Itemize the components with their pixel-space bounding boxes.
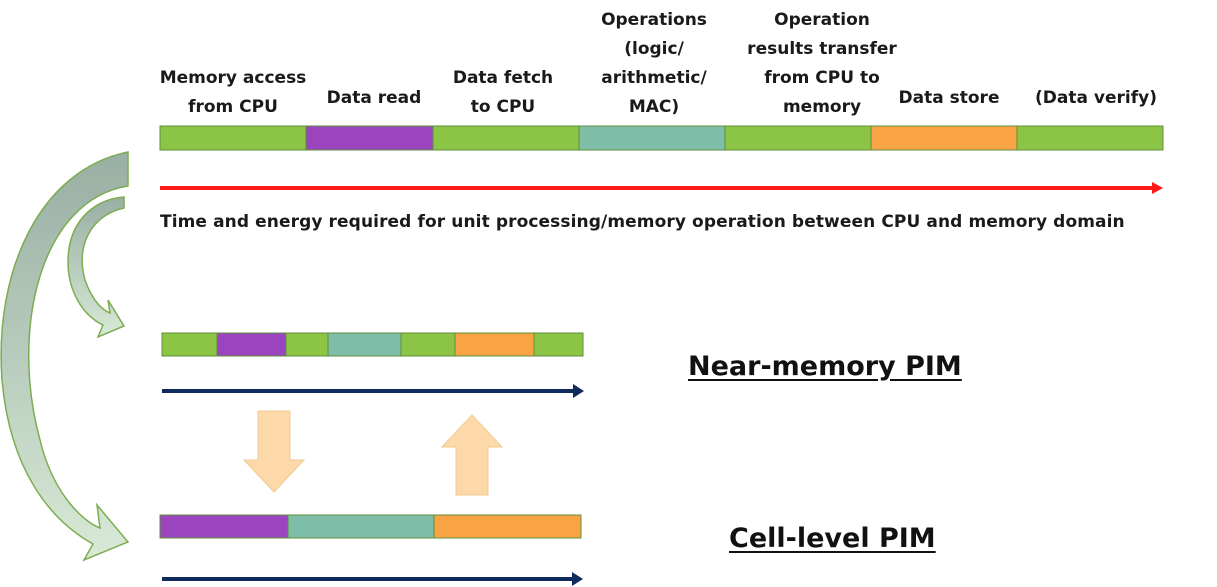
- cell-level-bar: [159, 514, 582, 539]
- segment-memory-access: [159, 125, 307, 151]
- segment-results-transfer: [400, 332, 456, 357]
- near-memory-time-arrow: [162, 384, 584, 398]
- stage-label: (Data verify): [1035, 88, 1157, 108]
- stage-label: Data read: [326, 88, 422, 108]
- stage-label: Data store: [898, 88, 1000, 108]
- full-process-bar: [159, 125, 1164, 151]
- segment-data-store: [433, 514, 582, 539]
- stage-label: Operations(logic/arithmetic/MAC): [601, 10, 707, 117]
- down-block-arrow: [242, 410, 306, 493]
- cell-level-pim-title: Cell-level PIM: [729, 523, 936, 554]
- near-memory-bar: [161, 332, 584, 357]
- segment-results-transfer: [724, 125, 872, 151]
- segment-memory-access: [161, 332, 218, 357]
- segment-data-fetch: [432, 125, 580, 151]
- segment-data-fetch: [285, 332, 329, 357]
- curved-arrow-to-near-memory: [67, 196, 126, 339]
- segment-operations: [578, 125, 726, 151]
- segment-data-verify: [533, 332, 584, 357]
- up-block-arrow: [440, 414, 504, 496]
- red-time-arrow: [160, 182, 1163, 194]
- segment-operations: [327, 332, 402, 357]
- curved-arrow-to-cell-level: [0, 151, 130, 562]
- segment-data-store: [870, 125, 1018, 151]
- segment-data-read: [305, 125, 434, 151]
- segment-data-store: [454, 332, 535, 357]
- segment-data-read: [216, 332, 287, 357]
- near-memory-pim-title: Near-memory PIM: [688, 351, 962, 382]
- timeline-caption: Time and energy required for unit proces…: [160, 212, 1125, 232]
- segment-operations: [287, 514, 435, 539]
- segment-data-read: [159, 514, 289, 539]
- segment-data-verify: [1016, 125, 1164, 151]
- cell-level-time-arrow: [162, 572, 583, 586]
